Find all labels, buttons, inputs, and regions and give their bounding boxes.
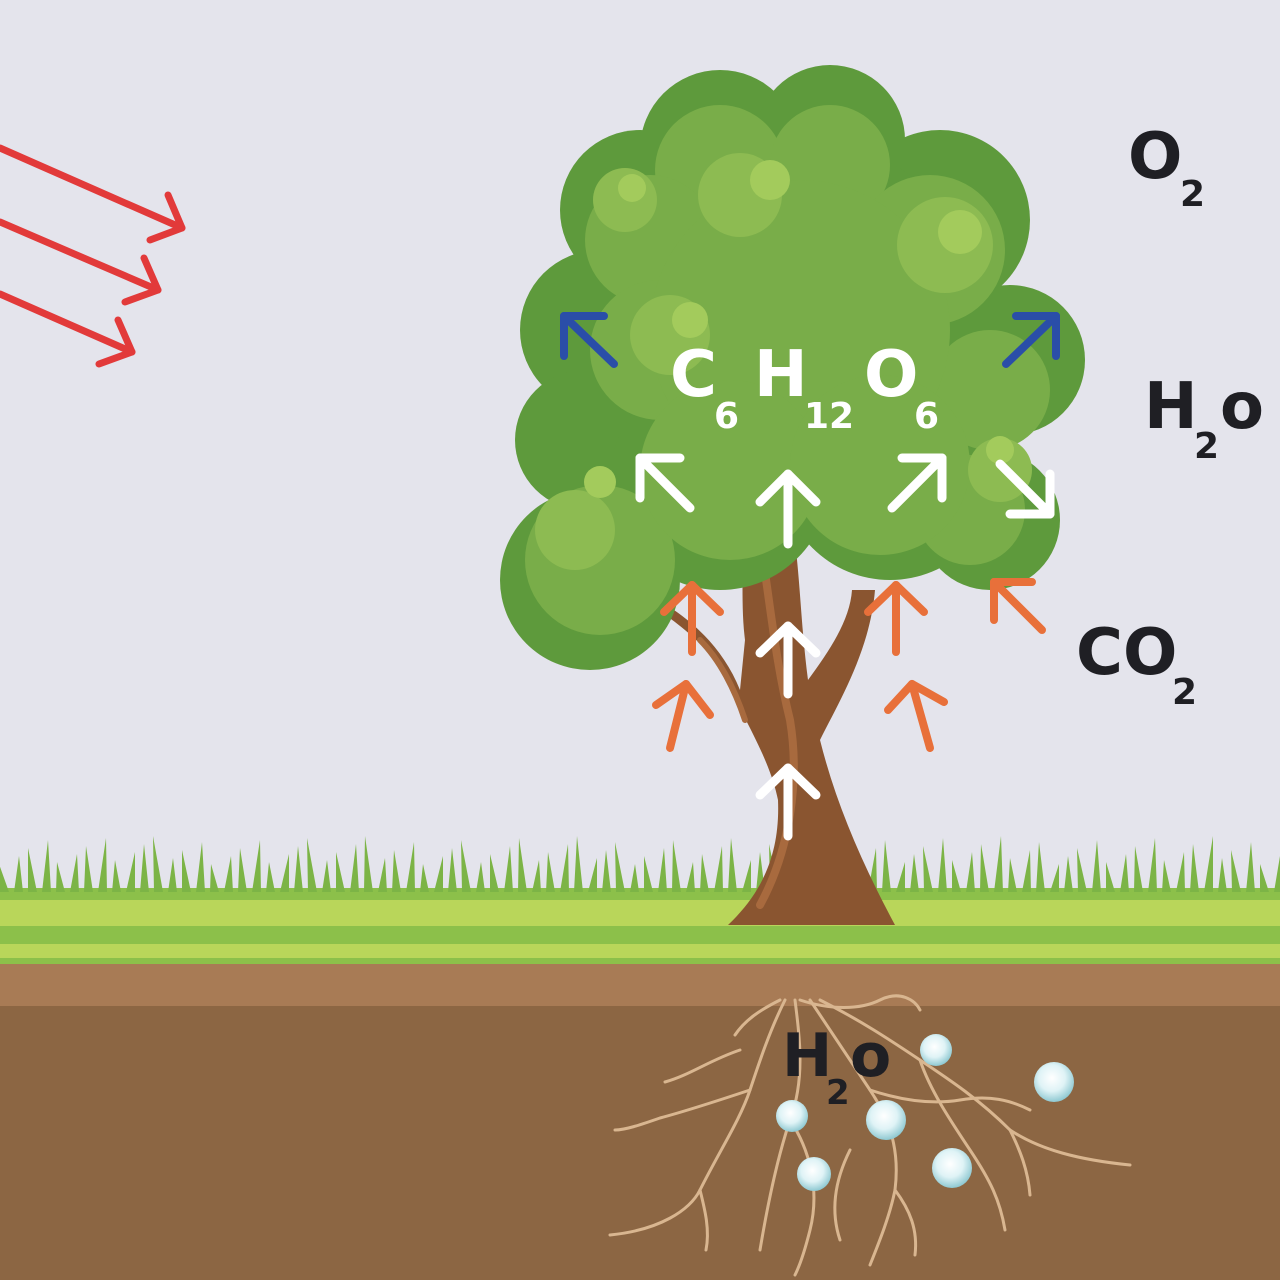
water-vapor-label: H 2 o [1144,370,1264,467]
oxygen-label: O 2 [1128,120,1205,215]
water-droplet-icon [866,1100,906,1140]
water-droplet-icon [932,1148,972,1188]
ground-highlight [0,900,1280,926]
glucose-c-subscript: 6 [714,396,739,437]
water-vapor-subscript: 2 [1194,426,1219,467]
sunlight-arrow-icon [0,144,186,244]
water-soil-h: H [782,1021,832,1091]
water-soil-label: H 2 o [782,1021,891,1113]
co2-arrow-icon [652,680,714,752]
oxygen-label-subscript: 2 [1180,174,1205,215]
oxygen-arrows [560,312,1060,368]
water-soil-o: o [850,1021,891,1091]
water-droplet-icon [1034,1062,1074,1102]
oxygen-label-main: O [1128,120,1182,194]
water-droplet-icon [797,1157,831,1191]
water-soil-subscript: 2 [826,1073,850,1113]
tree-trunk [640,510,895,925]
sunlight-arrow-icon [0,218,162,306]
glucose-o-subscript: 6 [914,396,939,437]
water-vapor-h: H [1144,370,1198,444]
sunlight-arrow-icon [0,290,136,368]
co2-arrow-icon [864,581,928,656]
glucose-h: H [754,338,808,412]
glucose-c: C [670,338,717,412]
transport-arrow-icon [995,459,1055,519]
grass-blades [0,836,1280,892]
water-droplet-icon [776,1100,808,1132]
glucose-h-subscript: 12 [804,396,854,437]
oxygen-arrow-icon [1002,312,1060,368]
grass-blade-shape [0,836,1280,892]
co2-arrow-icon [660,581,724,656]
topsoil-band [0,962,1280,1006]
transport-arrow-icon [755,621,821,699]
ground-lower-highlight [0,944,1280,958]
carbon-dioxide-main: CO [1076,616,1177,690]
tree-canopy [500,65,1085,670]
transport-arrow-icon [755,763,821,841]
transport-arrow-icon [635,453,695,513]
co2-arrow-icon [990,578,1046,634]
water-droplets [776,1034,1074,1191]
transport-arrow-icon [887,453,947,513]
co2-arrows [652,578,1046,752]
glucose-o: O [864,338,918,412]
water-vapor-o: o [1220,370,1264,444]
transport-arrows [635,453,1055,841]
transport-arrow-icon [755,469,821,549]
water-droplet-icon [920,1034,952,1066]
sunlight-arrows [0,144,186,368]
oxygen-arrow-icon [560,312,618,368]
soil [0,1000,1280,1280]
glucose-formula: C 6 H 12 O 6 [670,338,939,437]
co2-arrow-icon [884,680,948,752]
carbon-dioxide-label: CO 2 [1076,616,1197,713]
carbon-dioxide-subscript: 2 [1172,672,1197,713]
